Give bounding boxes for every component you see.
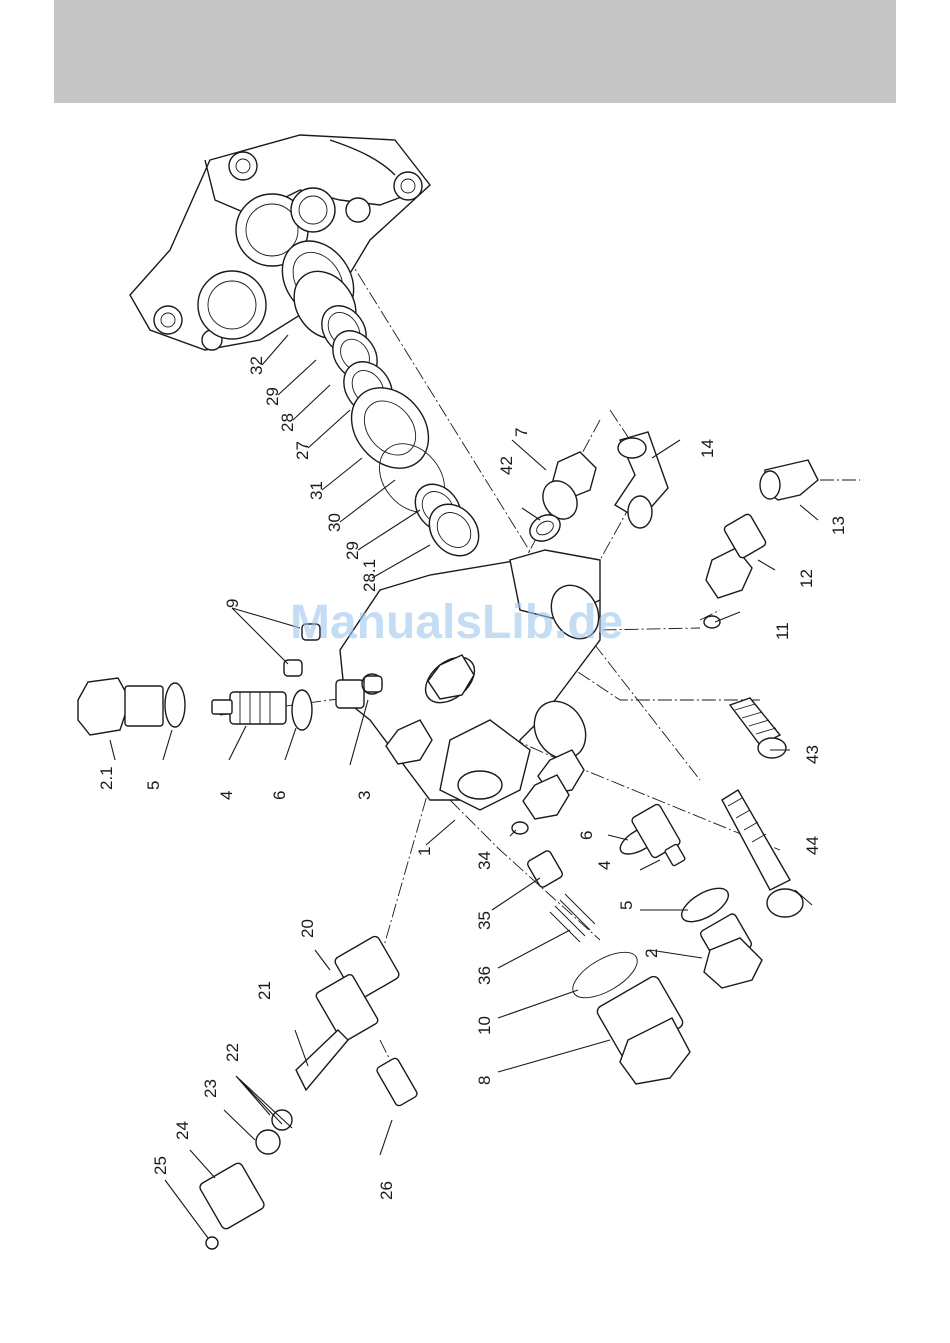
label-30: 30 bbox=[325, 513, 344, 532]
label-9: 9 bbox=[223, 599, 242, 608]
label-21: 21 bbox=[255, 981, 274, 1000]
regulator-assembly bbox=[198, 935, 418, 1249]
watermark: ManualsLib.de bbox=[290, 596, 623, 649]
label-25: 25 bbox=[151, 1156, 170, 1175]
label-29-lower: 29 bbox=[343, 541, 362, 560]
label-12: 12 bbox=[797, 569, 816, 588]
label-10: 10 bbox=[475, 1016, 494, 1035]
label-4-right: 4 bbox=[595, 861, 614, 870]
label-7: 7 bbox=[512, 428, 531, 437]
label-28: 28 bbox=[278, 413, 297, 432]
label-4-left: 4 bbox=[217, 791, 236, 800]
label-22: 22 bbox=[223, 1043, 242, 1062]
label-13: 13 bbox=[829, 516, 848, 535]
label-14: 14 bbox=[698, 439, 717, 458]
label-5-right: 5 bbox=[617, 901, 636, 910]
label-36: 36 bbox=[475, 966, 494, 985]
label-24: 24 bbox=[173, 1121, 192, 1140]
label-28-1: 28.1 bbox=[360, 559, 379, 592]
label-2: 2 bbox=[642, 949, 661, 958]
label-34: 34 bbox=[475, 851, 494, 870]
label-11: 11 bbox=[773, 622, 792, 640]
label-44: 44 bbox=[803, 836, 822, 855]
label-43: 43 bbox=[803, 745, 822, 764]
label-23: 23 bbox=[201, 1079, 220, 1098]
label-26: 26 bbox=[377, 1181, 396, 1200]
label-35: 35 bbox=[475, 911, 494, 930]
label-8: 8 bbox=[475, 1076, 494, 1085]
plug-7-42 bbox=[525, 452, 596, 546]
label-32: 32 bbox=[247, 356, 266, 375]
label-3: 3 bbox=[355, 791, 374, 800]
label-2-1: 2.1 bbox=[97, 766, 116, 790]
label-20: 20 bbox=[298, 919, 317, 938]
label-1: 1 bbox=[415, 847, 434, 856]
label-31: 31 bbox=[307, 481, 326, 500]
bolts-43-44 bbox=[722, 698, 803, 917]
label-6-right: 6 bbox=[577, 831, 596, 840]
label-6-left: 6 bbox=[270, 791, 289, 800]
label-5-left: 5 bbox=[144, 781, 163, 790]
fitting-14 bbox=[615, 432, 668, 528]
label-27: 27 bbox=[293, 441, 312, 460]
fittings-11-12-13 bbox=[704, 460, 818, 628]
left-valve-assembly bbox=[78, 678, 312, 735]
label-42: 42 bbox=[497, 456, 516, 475]
seal-stack-lower bbox=[336, 372, 489, 565]
label-29-upper: 29 bbox=[263, 387, 282, 406]
